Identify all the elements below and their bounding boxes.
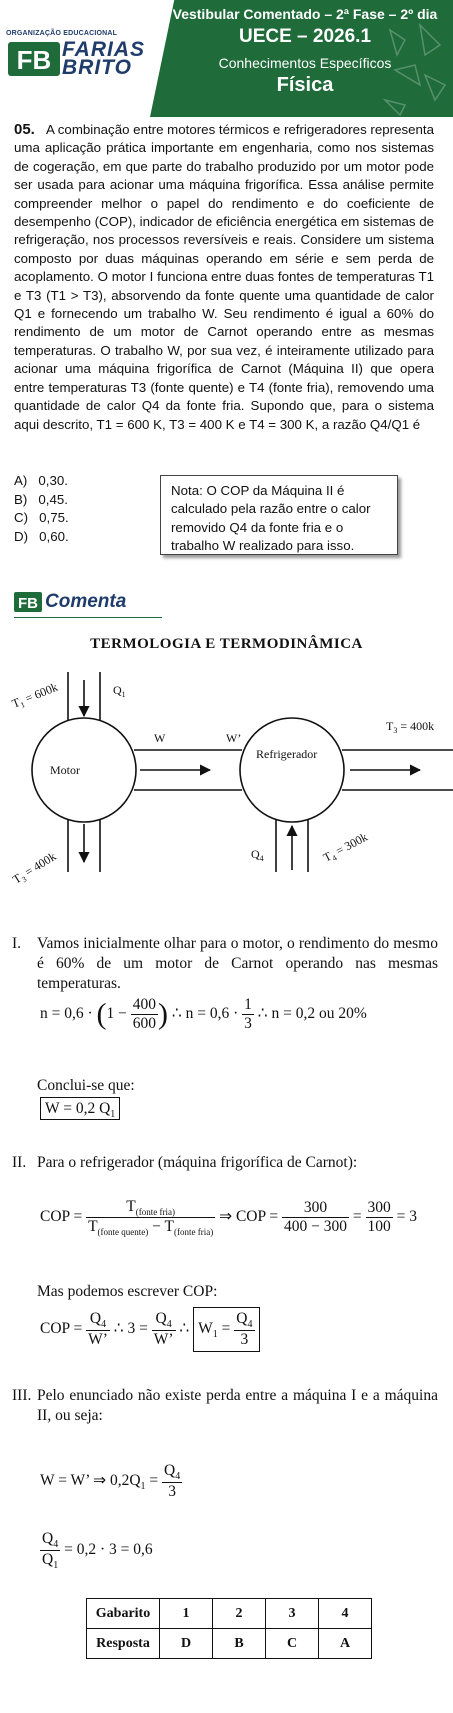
logo-org-label: ORGANIZAÇÃO EDUCACIONAL — [6, 30, 118, 37]
header-decoration — [382, 22, 447, 117]
step-ii-text: Para o refrigerador (máquina frigorífica… — [37, 1154, 358, 1171]
step-iii-text: Pelo enunciado não existe perda entre a … — [37, 1387, 438, 1424]
question-number: 05. — [14, 121, 35, 138]
fb-logo-icon: FB — [8, 42, 60, 76]
table-answer-label: Resposta — [86, 1628, 160, 1659]
fb-small-logo-icon: FB — [14, 592, 42, 612]
note-box: Nota: O COP da Máquina II é calculado pe… — [160, 475, 398, 555]
w-prime-label: W’ — [226, 731, 241, 745]
cop-rewrite-label: Mas podemos escrever COP: — [37, 1283, 218, 1300]
question-text: A combinação entre motores térmicos e re… — [14, 122, 434, 432]
logo-initials: FB — [17, 45, 52, 75]
w-label: W — [154, 731, 166, 745]
header-subject: Física — [276, 74, 334, 96]
cop-equation: COP = T(fonte fria)T(fonte quente) − T(f… — [40, 1198, 418, 1238]
option-b[interactable]: B) 0,45. — [14, 491, 68, 507]
logo-word-brito: BRITO — [62, 56, 132, 79]
conclusion-label: Conclui-se que: — [37, 1077, 135, 1094]
option-a[interactable]: A) 0,30. — [14, 473, 68, 488]
table-col-1: 1 — [159, 1598, 213, 1629]
option-c[interactable]: C) 0,75. — [14, 510, 69, 526]
table-answer-1: D — [159, 1628, 213, 1659]
section-title: TERMOLOGIA E TERMODINÂMICA — [90, 636, 363, 652]
comenta-divider — [14, 617, 162, 618]
header-subject-area: Conhecimentos Específicos — [218, 55, 392, 71]
table-answer-4: A — [318, 1628, 372, 1659]
refrigerator-circle — [239, 717, 345, 823]
table-col-2: 2 — [212, 1598, 266, 1629]
logo-word-farias: FARIAS — [62, 38, 146, 61]
answer-table-answer-row: Resposta D B C A — [86, 1628, 372, 1659]
comenta-label: Comenta — [45, 591, 127, 612]
q1-label: Q1 — [113, 683, 126, 699]
table-col-3: 3 — [265, 1598, 319, 1629]
answer-options: A) 0,30. B) 0,45. C) 0,75. D) 0,60. — [14, 472, 69, 546]
option-d[interactable]: D) 0,60. — [14, 528, 69, 544]
table-answer-3: C — [265, 1628, 319, 1659]
table-col-4: 4 — [318, 1598, 372, 1629]
refrigerator-label: Refrigerador — [256, 747, 317, 761]
thermo-diagram: Motor Refrigerador T1 = 600k Q1 W W’ T3 … — [10, 672, 453, 888]
t3-left-label: T3 = 400k — [10, 849, 59, 888]
t1-label: T1 = 600k — [10, 680, 61, 713]
motor-circle — [31, 717, 137, 823]
t4-label: T4 = 300k — [321, 830, 371, 867]
question-block: 05. A combinação entre motores térmicos … — [14, 121, 434, 434]
table-answer-2: B — [212, 1628, 266, 1659]
header-exam-name: UECE – 2026.1 — [238, 26, 372, 47]
answer-table: Gabarito 1 2 3 4 Resposta D B C A — [86, 1598, 372, 1659]
step-ii-number: II. — [12, 1154, 27, 1171]
motor-label: Motor — [50, 763, 80, 777]
step-i-text: Vamos inicialmente olhar para o motor, o… — [37, 935, 438, 992]
header-exam-title: Vestibular Comentado – 2ª Fase – 2º dia — [172, 6, 438, 22]
work-result: W = 0,2 Q1 — [40, 1097, 121, 1120]
t3-right-label: T3 = 400k — [386, 719, 434, 735]
svg-text:FB: FB — [18, 595, 38, 612]
page-header: Vestibular Comentado – 2ª Fase – 2º dia … — [0, 0, 453, 117]
header-banner — [150, 0, 453, 117]
step-i-number: I. — [12, 935, 22, 952]
table-header-label: Gabarito — [86, 1598, 160, 1629]
step-iii-number: III. — [12, 1387, 32, 1404]
q4-label: Q4 — [251, 847, 264, 863]
answer-table-header-row: Gabarito 1 2 3 4 — [86, 1598, 372, 1629]
